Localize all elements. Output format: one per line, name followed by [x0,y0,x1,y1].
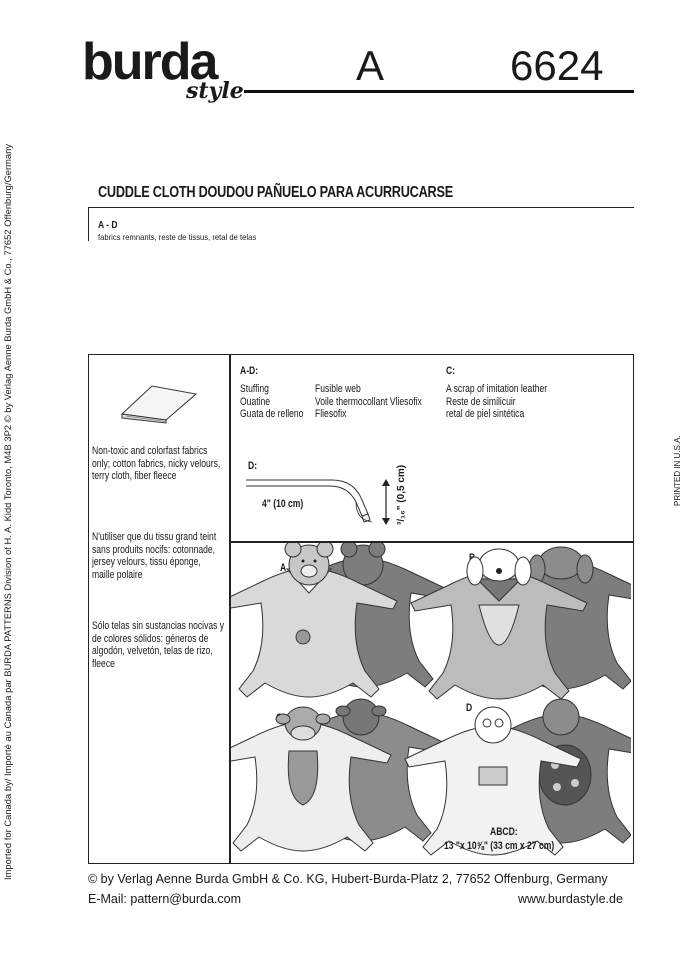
pattern-number: 6624 [510,42,604,89]
notions-ad-col1: Stuffing Ouatine Guata de relleno [240,383,304,420]
view-b-back [472,546,631,690]
pattern-title: CUDDLE CLOTH DOUDOU PAÑUELO PARA ACURRUC… [98,184,453,201]
fabric-notes-fr: N'utiliser que du tissu grand teint sans… [92,531,217,581]
finished-size-value: 13 "x 10⅝" (33 cm x 27 cm) [444,840,555,852]
panel-divider-horizontal [229,541,634,543]
website-link[interactable]: www.burdastyle.de [518,892,623,906]
notions-ad-label: A-D: [240,365,259,377]
ribbon-length: 4" (10 cm) [262,498,304,510]
notions-c-label: C: [446,365,456,377]
info-panel [88,354,634,864]
contact-email[interactable]: E-Mail: pattern@burda.com [88,892,242,906]
panel-divider-vertical [229,354,231,864]
notions-d-label: D: [248,460,258,472]
brand-logo-sub: style [186,78,244,104]
notions-ad-col2: Fusible web Voile thermocollant Vliesofi… [315,383,422,420]
fabric-roll-icon [120,385,198,424]
view-a-back [274,543,452,688]
brand-logo: burda [82,33,218,91]
copyright-line: © by Verlag Aenne Burda GmbH & Co. KG, H… [88,872,608,886]
ribbon-width: ³/₁₆" (0,5 cm) [396,464,407,525]
finished-size-label: ABCD: [490,826,518,838]
fabric-recommendation: fabrics remnants, reste de tissus, retal… [98,232,257,242]
size-label: A [356,42,385,89]
view-b-front [410,548,588,700]
view-label: A - D [98,220,118,231]
view-label-d: D [466,702,473,714]
view-label-a: A [280,562,287,574]
view-a-front [231,543,398,698]
cuddle-cloth-illustrations [231,543,631,856]
import-notice: Imported for Canada by/ Importé au Canad… [3,143,13,880]
width-arrow-icon [382,479,390,525]
ribbon-illustration [246,479,373,523]
notions-c-items: A scrap of imitation leather Reste de si… [446,383,548,420]
printed-in-notice: PRINTED IN U.S.A. [673,435,682,506]
view-c-back [272,698,450,842]
fabric-notes-en: Non-toxic and colorfast fabrics only; co… [92,445,221,482]
fabric-notes-es: Sólo telas sin sustancias nocivas y de c… [92,620,225,670]
title-box [88,207,634,241]
view-c-front [231,706,392,852]
header-rule [244,90,634,93]
view-d-front [404,706,582,856]
